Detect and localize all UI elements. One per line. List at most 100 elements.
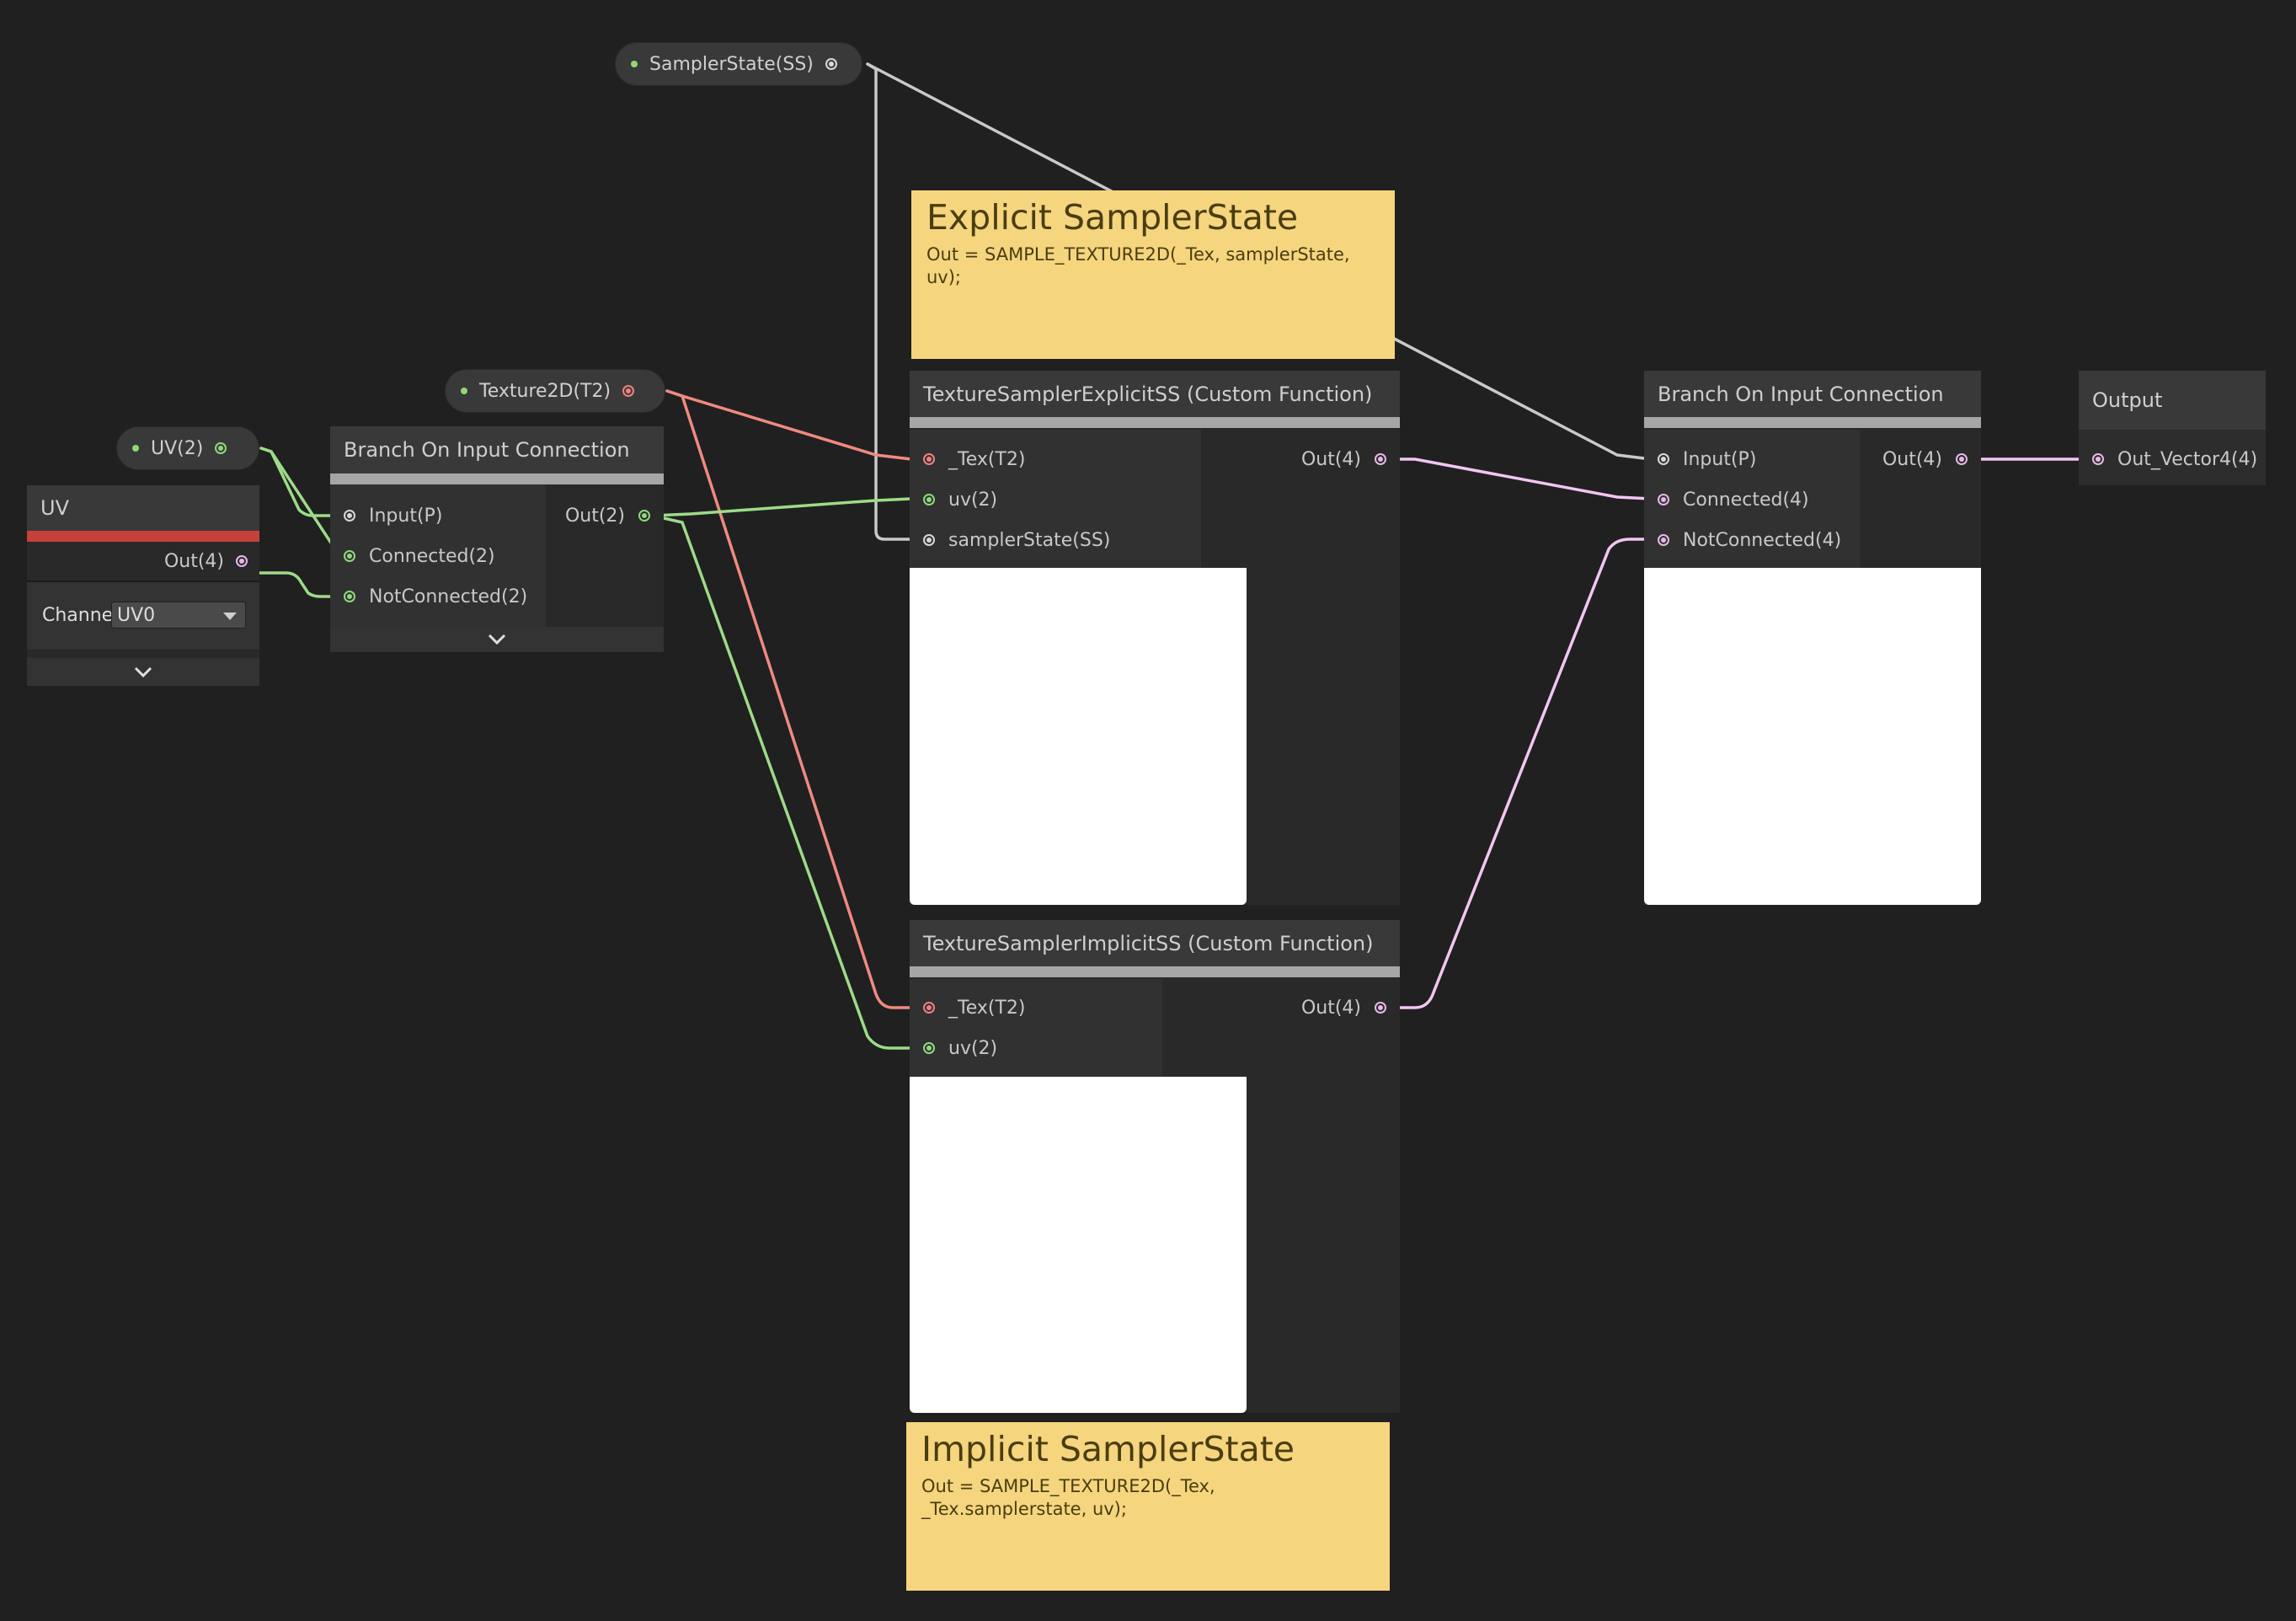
chevron-down-icon <box>223 613 237 620</box>
node-header-bar <box>1644 417 1981 428</box>
wire-sampler-to-explicit <box>866 62 913 541</box>
sticky-note-implicit[interactable]: Implicit SamplerState Out = SAMPLE_TEXTU… <box>906 1422 1390 1591</box>
input-row-uv: uv(2) <box>923 1028 997 1068</box>
connected-port[interactable] <box>1658 494 1669 506</box>
tex-input-port[interactable] <box>923 1002 935 1014</box>
texture2d-property-node[interactable]: Texture2D(T2) <box>445 369 665 413</box>
out-port[interactable] <box>1375 1002 1386 1014</box>
wire-branch-to-implicit-uv <box>651 514 913 1050</box>
chevron-down-icon <box>488 634 506 645</box>
port-label: Input(P) <box>1683 448 1757 470</box>
property-label: Texture2D(T2) <box>479 380 611 402</box>
uv-node-color-bar <box>27 531 259 542</box>
sampler-state-property-node[interactable]: SamplerState(SS) <box>615 42 862 86</box>
notconnected-port[interactable] <box>1658 534 1669 546</box>
property-indicator-icon <box>132 445 139 452</box>
port-label: _Tex(T2) <box>948 997 1026 1019</box>
uv-node[interactable]: UV Out(4) Channe UV0 <box>27 485 259 686</box>
sticky-title: Implicit SamplerState <box>921 1429 1295 1469</box>
chevron-down-icon <box>134 666 152 677</box>
node-title: Branch On Input Connection <box>1644 371 1981 417</box>
node-preview <box>910 1077 1247 1413</box>
port-label: uv(2) <box>948 489 998 511</box>
sticky-title: Explicit SamplerState <box>926 197 1299 238</box>
port-label: Connected(2) <box>369 545 495 567</box>
input-row-uv: uv(2) <box>923 479 997 520</box>
input-row-notconnected: NotConnected(4) <box>1658 520 1841 560</box>
texture-sampler-implicit-node[interactable]: TextureSamplerImplicitSS (Custom Functio… <box>910 920 1400 1413</box>
node-title: TextureSamplerImplicitSS (Custom Functio… <box>910 920 1400 966</box>
port-label: NotConnected(4) <box>1683 529 1842 551</box>
wire-branch-to-explicit-uv <box>651 497 913 517</box>
sticky-body: Out = SAMPLE_TEXTURE2D(_Tex, _Tex.sample… <box>921 1476 1215 1520</box>
sticky-body: Out = SAMPLE_TEXTURE2D(_Tex, samplerStat… <box>926 244 1350 288</box>
port-label: samplerState(SS) <box>948 529 1111 551</box>
wire-uvnode-to-branch-notconnected <box>258 571 347 598</box>
port-label: Out(4) <box>1882 448 1942 470</box>
output-row: Out(4) <box>1301 987 1386 1028</box>
expand-button[interactable] <box>27 658 259 686</box>
node-preview <box>910 568 1247 905</box>
output-input-row: Out_Vector4(4) <box>2092 439 2257 479</box>
uv-output-port[interactable] <box>215 442 227 454</box>
texture-output-port[interactable] <box>622 385 635 397</box>
input-port[interactable] <box>1658 453 1669 465</box>
property-label: UV(2) <box>151 437 204 459</box>
sticky-note-explicit[interactable]: Explicit SamplerState Out = SAMPLE_TEXTU… <box>911 190 1395 359</box>
notconnected-port[interactable] <box>344 591 355 602</box>
port-label: Input(P) <box>369 505 443 527</box>
port-label: Out(4) <box>1300 448 1361 470</box>
port-label: NotConnected(2) <box>369 586 528 607</box>
node-title: UV <box>27 485 259 531</box>
input-row-connected: Connected(2) <box>344 536 495 576</box>
sampler-input-port[interactable] <box>923 534 935 546</box>
wire-implicit-out-to-branch-notconnected <box>1383 538 1653 1009</box>
sampler-output-port[interactable] <box>825 58 837 70</box>
output-row: Out(2) <box>565 495 650 536</box>
expand-button[interactable] <box>330 627 664 652</box>
wire-explicit-out-to-branch-connected <box>1383 457 1653 500</box>
out-vector4-input-port[interactable] <box>2092 453 2104 465</box>
input-row-input: Input(P) <box>344 495 442 536</box>
uv-input-port[interactable] <box>923 1042 935 1054</box>
input-row-notconnected: NotConnected(2) <box>344 576 527 617</box>
channel-dropdown[interactable]: UV0 <box>111 602 246 629</box>
node-header-bar <box>910 417 1400 428</box>
out-port[interactable] <box>638 510 650 522</box>
input-row-tex: _Tex(T2) <box>923 439 1025 479</box>
wire-texture-to-implicit-tex <box>665 389 913 1009</box>
port-label: Out(4) <box>163 550 224 572</box>
port-label: uv(2) <box>948 1037 998 1059</box>
channel-value: UV0 <box>117 604 156 626</box>
property-indicator-icon <box>461 388 467 394</box>
input-port[interactable] <box>344 510 355 522</box>
output-row: Out(4) <box>1301 439 1386 479</box>
property-indicator-icon <box>631 61 638 67</box>
node-preview <box>1644 568 1981 905</box>
uv-input-port[interactable] <box>923 494 935 506</box>
uv-out-row: Out(4) <box>164 542 248 580</box>
port-label: _Tex(T2) <box>948 448 1026 470</box>
uv-property-node[interactable]: UV(2) <box>116 426 259 470</box>
property-label: SamplerState(SS) <box>649 53 814 75</box>
input-row-input: Input(P) <box>1658 439 1756 479</box>
output-row: Out(4) <box>1882 439 1968 479</box>
branch-on-input-connection-node-left[interactable]: Branch On Input Connection Input(P) Conn… <box>330 426 664 652</box>
node-title: Branch On Input Connection <box>330 426 664 473</box>
port-label: Out(4) <box>1300 997 1361 1019</box>
connected-port[interactable] <box>344 550 355 562</box>
port-label: Out(2) <box>564 505 625 527</box>
node-header-bar <box>910 966 1400 977</box>
branch-on-input-connection-node-right[interactable]: Branch On Input Connection Input(P) Conn… <box>1644 371 1981 905</box>
tex-input-port[interactable] <box>923 453 935 465</box>
uv-out-port[interactable] <box>236 555 248 567</box>
input-row-tex: _Tex(T2) <box>923 987 1025 1028</box>
output-node[interactable]: Output Out_Vector4(4) <box>2079 371 2266 485</box>
node-header-bar <box>330 473 664 484</box>
texture-sampler-explicit-node[interactable]: TextureSamplerExplicitSS (Custom Functio… <box>910 371 1400 905</box>
out-port[interactable] <box>1375 453 1386 465</box>
input-row-connected: Connected(4) <box>1658 479 1809 520</box>
out-port[interactable] <box>1956 453 1968 465</box>
input-row-sampler: samplerState(SS) <box>923 520 1110 560</box>
node-title: Output <box>2079 371 2266 430</box>
